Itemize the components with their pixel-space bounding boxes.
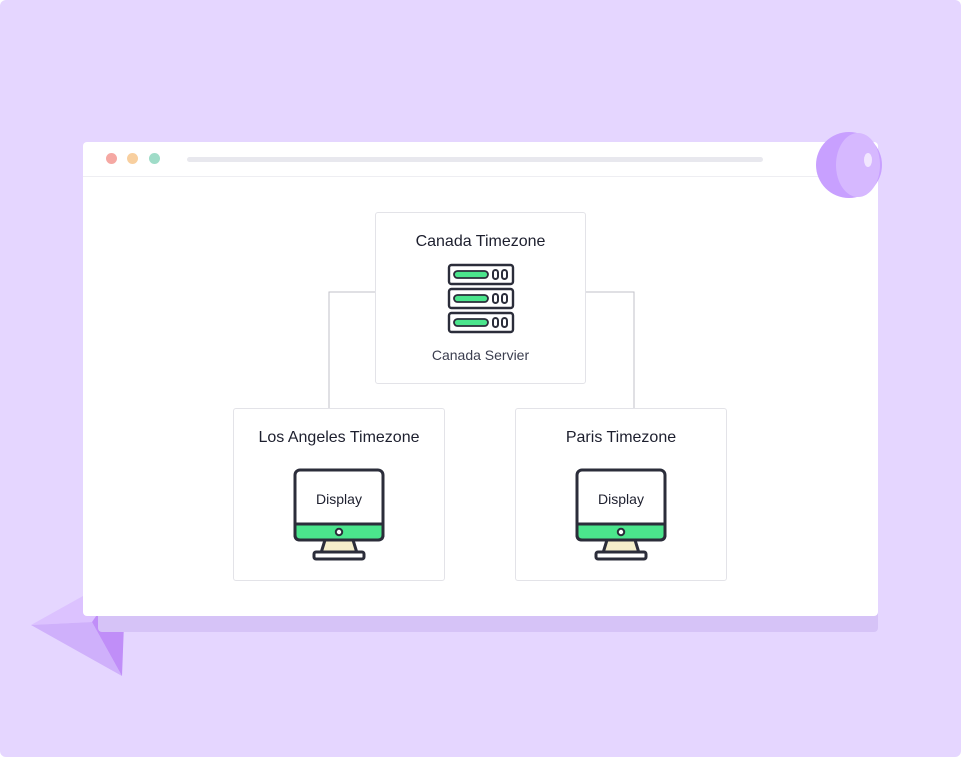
screen-label: Display: [598, 491, 644, 507]
node-caption: Canada Servier: [431, 347, 530, 363]
server-rack-icon: [447, 263, 515, 334]
minimize-dot[interactable]: [127, 153, 138, 164]
window-titlebar: [83, 142, 878, 177]
node-title: Los Angeles Timezone: [258, 429, 420, 446]
screen-label: Display: [316, 491, 362, 507]
paris-client-node[interactable]: Paris Timezone Display: [515, 408, 727, 581]
address-bar[interactable]: [187, 157, 763, 162]
node-title: Canada Timezone: [415, 233, 546, 250]
browser-window: Canada Timezone: [83, 142, 878, 616]
canada-server-node[interactable]: Canada Timezone: [375, 212, 586, 384]
close-dot[interactable]: [106, 153, 117, 164]
monitor-icon: [575, 468, 667, 561]
monitor-icon: [293, 468, 385, 561]
node-title: Paris Timezone: [565, 429, 677, 446]
maximize-dot[interactable]: [149, 153, 160, 164]
los-angeles-client-node[interactable]: Los Angeles Timezone Display: [233, 408, 445, 581]
